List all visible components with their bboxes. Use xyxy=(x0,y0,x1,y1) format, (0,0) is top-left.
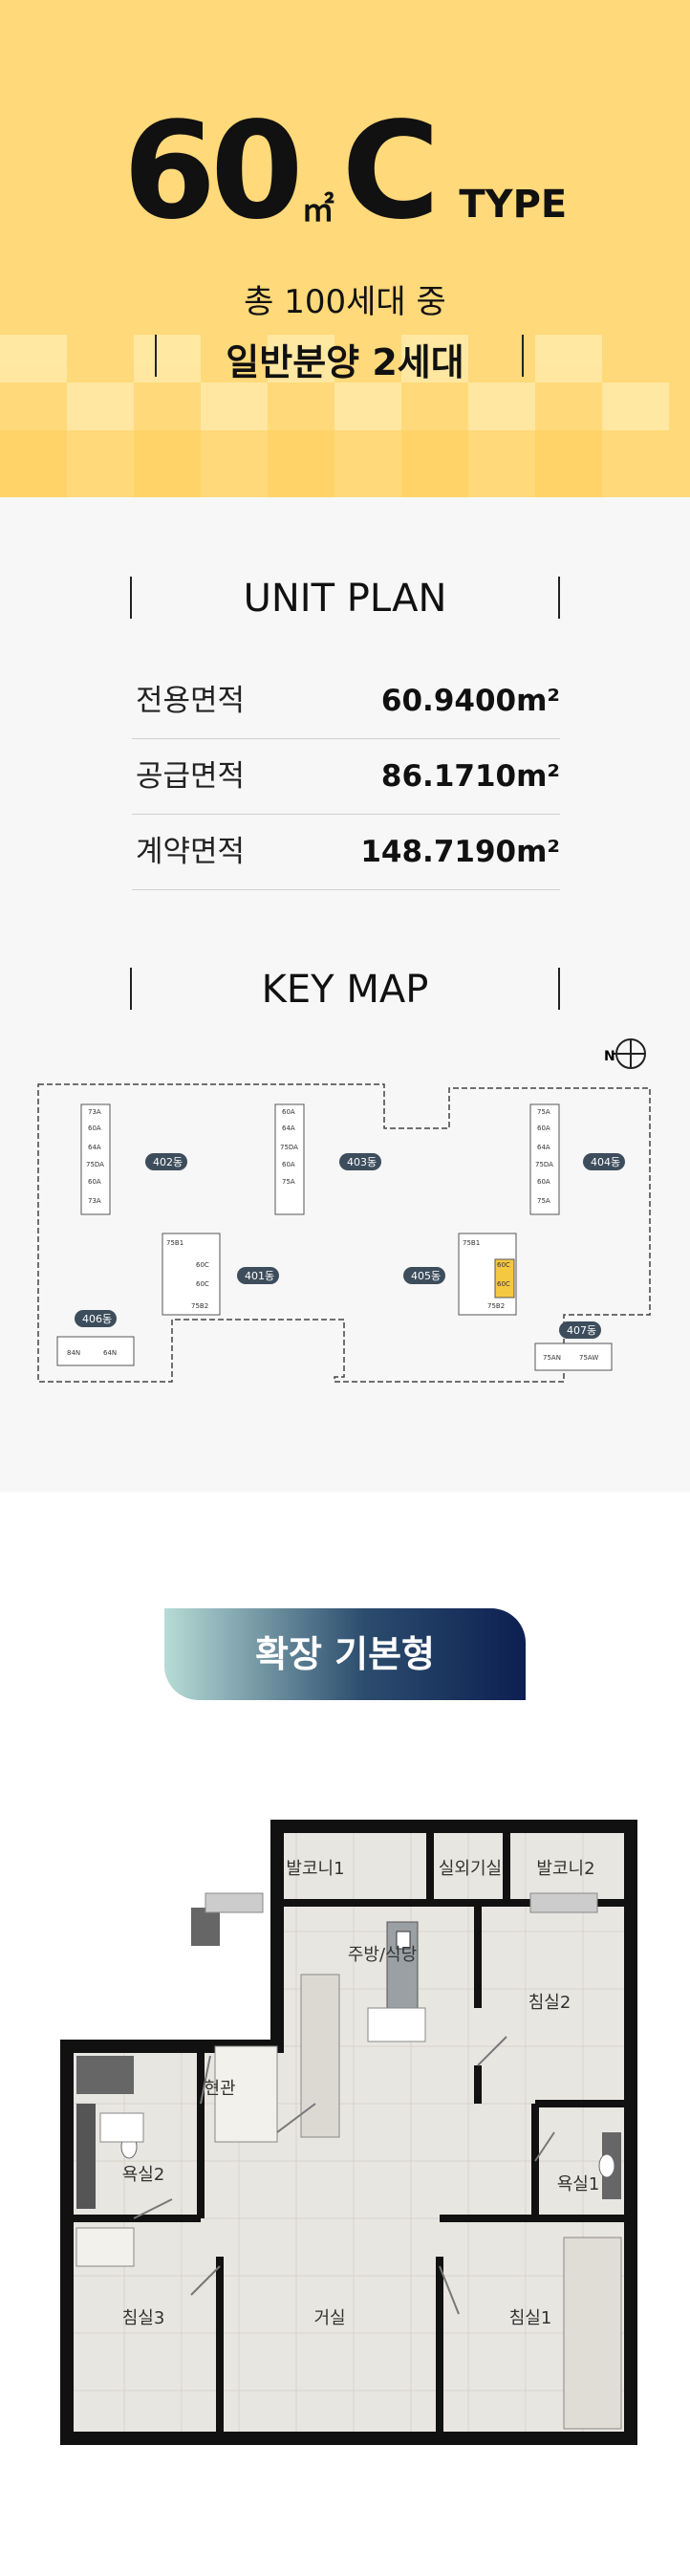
room-label-bedroom3: 침실3 xyxy=(122,2308,165,2328)
expand-type-badge: 확장 기본형 xyxy=(164,1608,526,1700)
unit-label: 60C xyxy=(497,1280,510,1288)
building-label-402: 402동 xyxy=(153,1156,183,1168)
size-number: 60 xyxy=(122,94,304,250)
unit-label: 60A xyxy=(88,1124,101,1132)
type-letter: C xyxy=(341,94,441,250)
unit-label: 60A xyxy=(537,1178,550,1186)
unit-label: 75A xyxy=(282,1178,295,1186)
hero-checker-pattern xyxy=(0,335,669,497)
room-label-bathroom2: 욕실2 xyxy=(122,2165,165,2185)
unit-label: 64A xyxy=(282,1124,295,1132)
area-row-exclusive: 전용면적 60.9400m² xyxy=(132,664,560,739)
unit-label: 75A xyxy=(537,1197,550,1205)
building-label-406: 406동 xyxy=(82,1313,112,1325)
building-label-405: 405동 xyxy=(411,1270,441,1282)
unit-label: 73A xyxy=(88,1197,101,1205)
floor-plan: 발코니1 실외기실 발코니2 주방/식당 침실2 현관 욕실2 욕실1 침실3 … xyxy=(60,1820,637,2445)
unit-label: 60A xyxy=(282,1108,295,1116)
key-map-heading: KEY MAP xyxy=(130,966,560,1014)
compass-north-icon: N xyxy=(604,1038,646,1069)
area-row-contract: 계약면적 148.7190m² xyxy=(132,815,560,890)
area-row-supply: 공급면적 86.1710m² xyxy=(132,739,560,815)
unit-label: 60C xyxy=(196,1280,209,1288)
room-label-balcony1: 발코니1 xyxy=(286,1859,344,1879)
unit-label: 60C xyxy=(497,1261,510,1269)
unit-label: 60A xyxy=(282,1161,295,1168)
unit-label: 75B2 xyxy=(487,1302,505,1310)
room-label-bedroom1: 침실1 xyxy=(509,2308,552,2328)
area-value: 86.1710m² xyxy=(380,759,560,794)
unit-label: 60C xyxy=(196,1261,209,1269)
total-households: 총 100세대 중 xyxy=(244,283,446,321)
room-label-bathroom1: 욕실1 xyxy=(557,2174,600,2194)
size-unit: ㎡ xyxy=(301,191,334,229)
unit-label: 84N xyxy=(67,1349,80,1357)
unit-label: 64A xyxy=(537,1144,550,1151)
room-label-outdoor-unit: 실외기실 xyxy=(439,1859,502,1879)
area-label: 전용면적 xyxy=(136,684,246,718)
room-label-living-room: 거실 xyxy=(313,2308,345,2328)
unit-label: 75B2 xyxy=(191,1302,208,1310)
divider-left xyxy=(155,335,157,377)
room-label-bedroom2: 침실2 xyxy=(528,1993,571,2013)
unit-label: 75AN xyxy=(543,1354,561,1362)
compass-letter: N xyxy=(604,1049,615,1064)
area-label: 계약면적 xyxy=(136,835,246,869)
key-map-site-plan: 73A 60A 64A 75DA 60A 73A 60A 64A 75DA 60… xyxy=(37,1083,651,1383)
unit-label: 75B1 xyxy=(463,1239,480,1247)
unit-label: 75DA xyxy=(535,1161,553,1168)
type-word: TYPE xyxy=(459,183,568,227)
divider-right xyxy=(522,335,524,377)
unit-label: 60A xyxy=(88,1178,101,1186)
unit-label: 75B1 xyxy=(166,1239,183,1247)
unit-label: 73A xyxy=(88,1108,101,1116)
room-label-entrance: 현관 xyxy=(204,2079,235,2099)
unit-label: 64N xyxy=(103,1349,117,1357)
building-label-407: 407동 xyxy=(567,1324,596,1337)
unit-label: 64A xyxy=(88,1144,101,1151)
unit-label: 75AW xyxy=(579,1354,598,1362)
area-value: 60.9400m² xyxy=(380,684,560,718)
room-label-kitchen-dining: 주방/식당 xyxy=(348,1945,417,1965)
unit-label: 60A xyxy=(537,1124,550,1132)
building-label-401: 401동 xyxy=(245,1270,274,1282)
room-label-balcony2: 발코니2 xyxy=(536,1859,594,1879)
unit-label: 75DA xyxy=(86,1161,104,1168)
area-label: 공급면적 xyxy=(136,759,246,794)
building-label-403: 403동 xyxy=(347,1156,377,1168)
unit-label: 75DA xyxy=(280,1144,298,1151)
unit-plan-heading: UNIT PLAN xyxy=(130,575,560,622)
unit-label: 75A xyxy=(537,1108,550,1116)
general-sale-count: 일반분양 2세대 xyxy=(226,341,464,383)
building-label-404: 404동 xyxy=(591,1156,620,1168)
area-value: 148.7190m² xyxy=(360,835,560,869)
